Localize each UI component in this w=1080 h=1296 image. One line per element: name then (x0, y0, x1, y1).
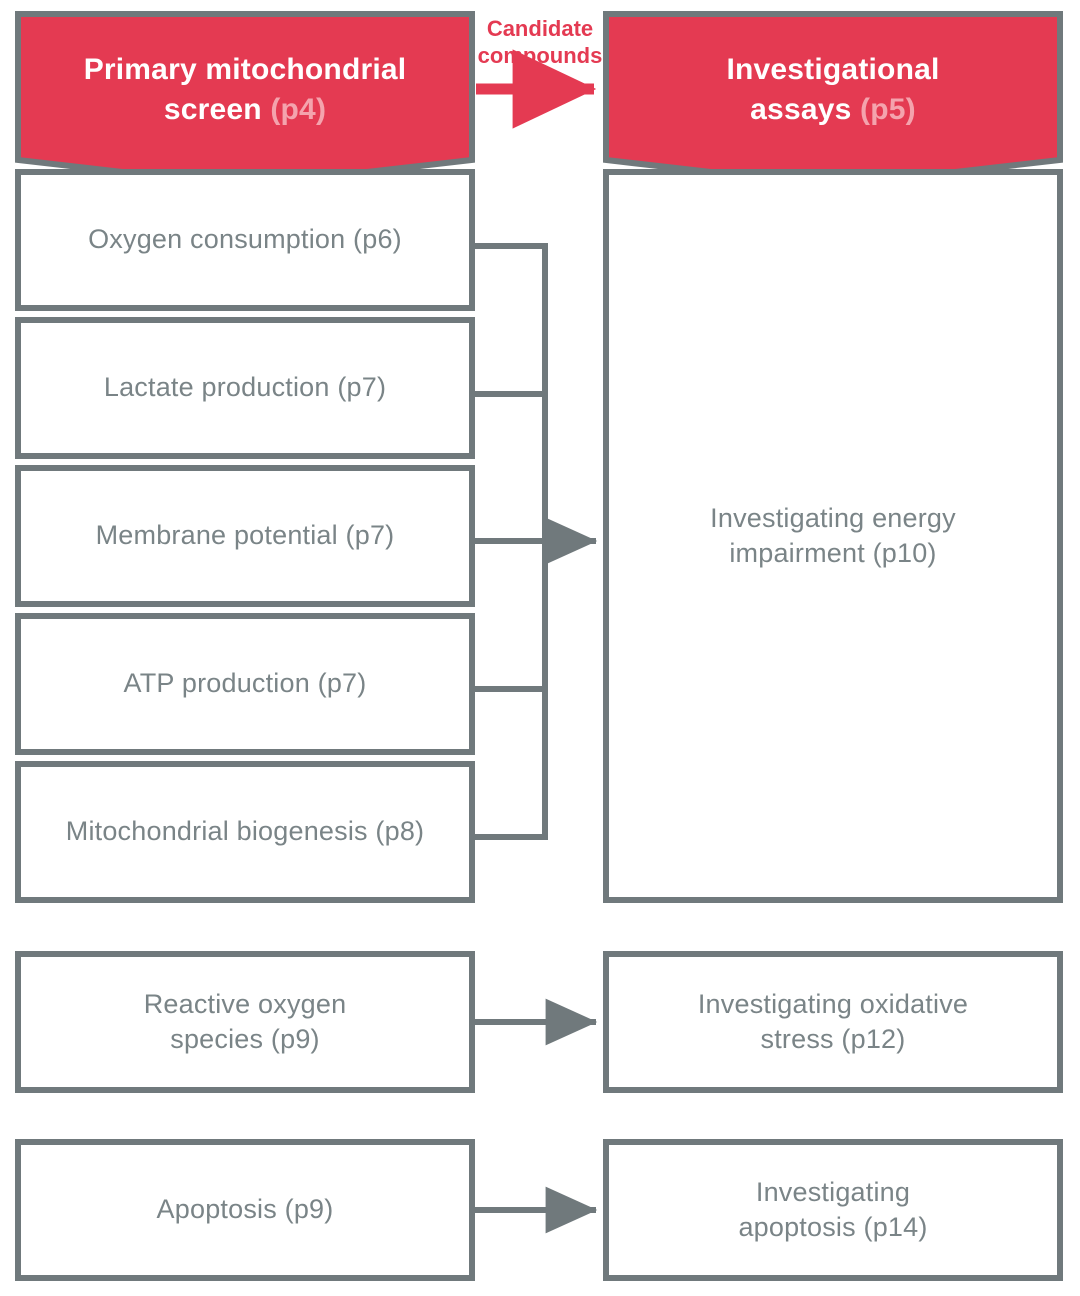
right-box-investigating-energy-impairment[interactable] (603, 169, 1063, 903)
left-box-apoptosis[interactable] (15, 1139, 475, 1281)
left-box-mitochondrial-biogenesis[interactable] (15, 761, 475, 903)
left-box-membrane-potential[interactable] (15, 465, 475, 607)
left-box-atp-production[interactable] (15, 613, 475, 755)
left-box-reactive-oxygen-species[interactable] (15, 951, 475, 1093)
energy-impairment-connector-bus (472, 243, 548, 840)
left-box-oxygen-consumption[interactable] (15, 169, 475, 311)
left-box-lactate-production[interactable] (15, 317, 475, 459)
right-box-investigating-apoptosis[interactable] (603, 1139, 1063, 1281)
right-header-banner[interactable] (603, 11, 1063, 190)
right-box-investigating-oxidative-stress[interactable] (603, 951, 1063, 1093)
left-header-banner[interactable] (15, 11, 475, 190)
